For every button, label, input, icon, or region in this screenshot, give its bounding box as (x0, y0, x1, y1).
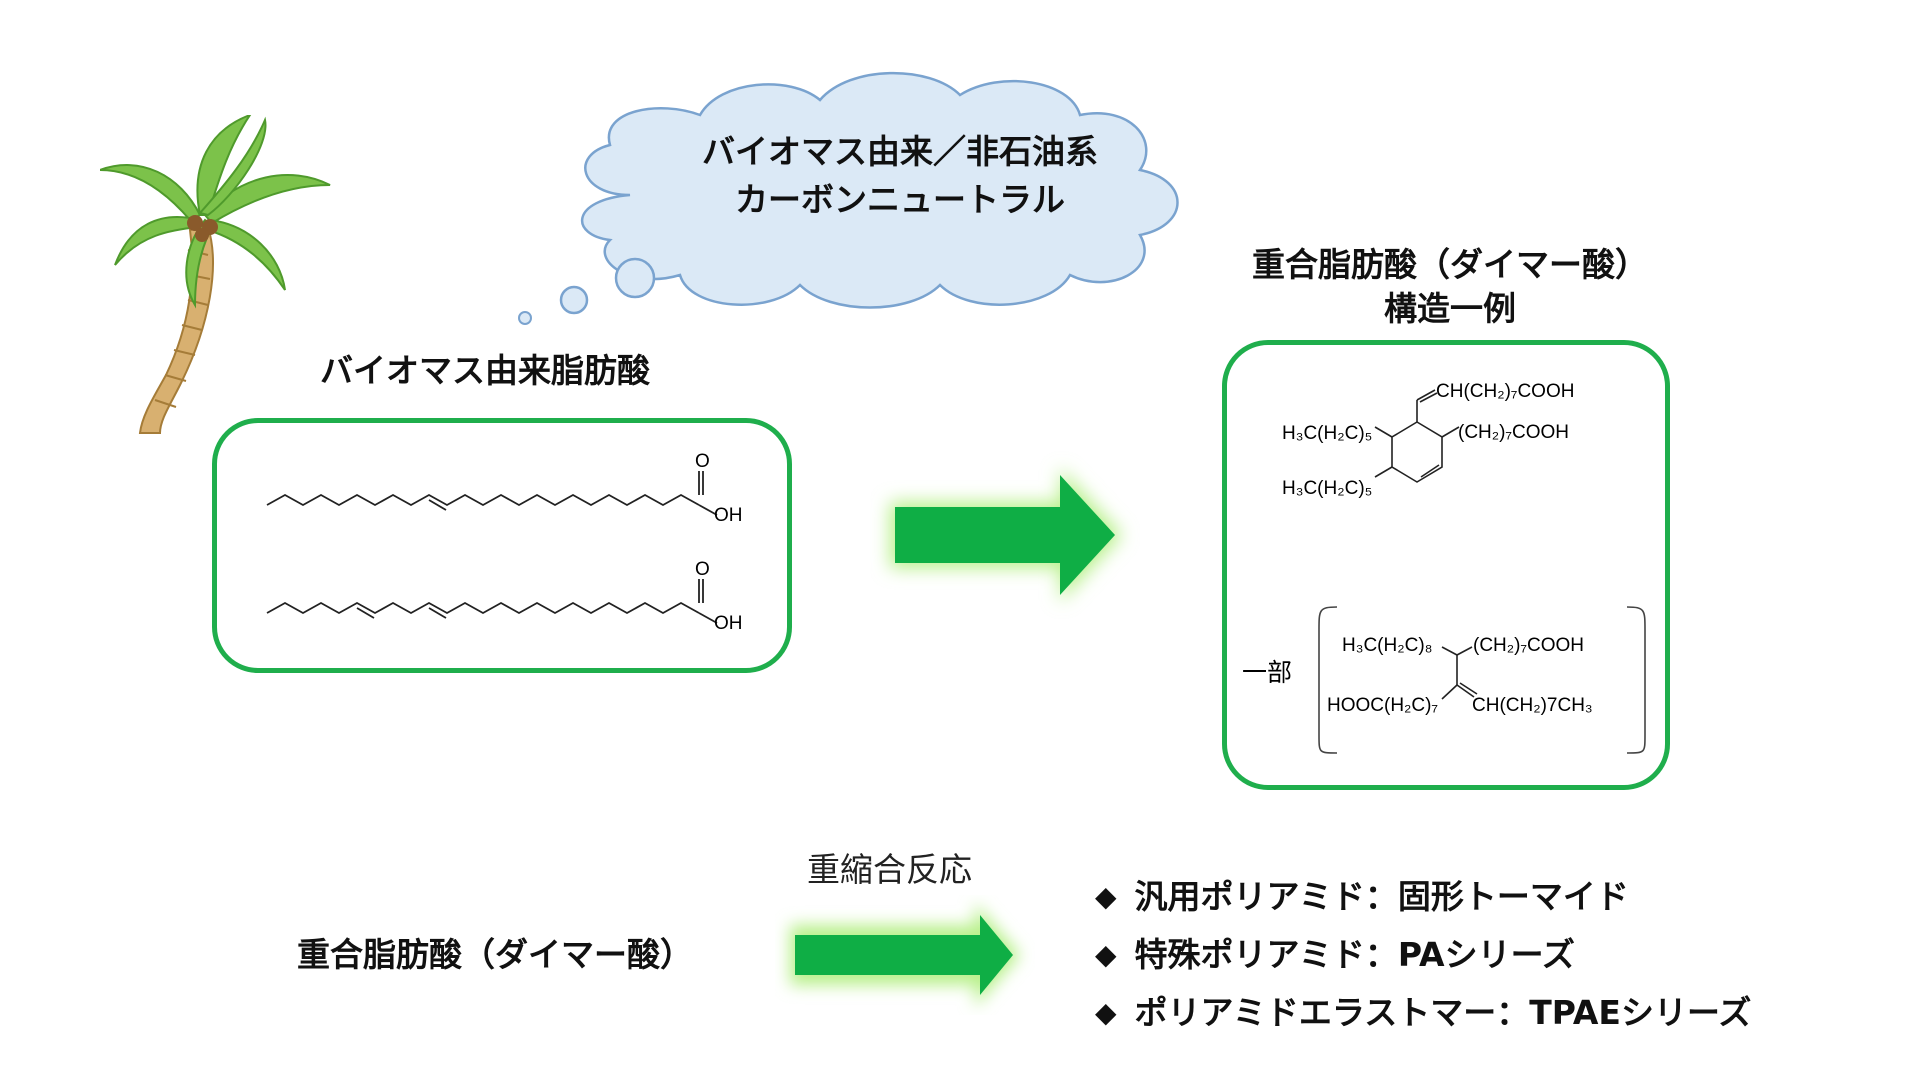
right-panel-title: 重合脂肪酸（ダイマー酸） (1252, 245, 1648, 284)
molecule-1-chain (266, 471, 718, 516)
fatty-acid-box: O OH O OH (212, 418, 792, 673)
dimer-acid-structures: CH(CH₂)₇COOH (CH₂)₇COOH H₃C(H₂C)₅ H₃C(H₂… (1242, 381, 1646, 754)
sub-right: (CH₂)₇COOH (1458, 422, 1569, 443)
product-list: ◆ 汎用ポリアミド：固形トーマイド ◆ 特殊ポリアミド：PAシリーズ ◆ ポリア… (1095, 868, 1751, 1042)
sub-left-2: H₃C(H₂C)₅ (1282, 478, 1372, 499)
linear-left-top: H₃C(H₂C)₈ (1342, 635, 1433, 656)
partial-label: 一部 (1242, 659, 1292, 687)
reactant-label: 重合脂肪酸（ダイマー酸） (297, 935, 693, 974)
cloud-line-2: カーボンニュートラル (735, 180, 1065, 219)
product-item-2: ◆ 特殊ポリアミド：PAシリーズ (1095, 926, 1751, 984)
right-panel-subtitle: 構造一例 (1384, 289, 1516, 328)
product-text-2: 特殊ポリアミド：PAシリーズ (1134, 935, 1575, 974)
molecule-1-o: O (695, 451, 710, 472)
molecule-2-chain (266, 579, 718, 624)
left-panel-title: バイオマス由来脂肪酸 (320, 351, 650, 390)
product-text-1: 汎用ポリアミド：固形トーマイド (1134, 877, 1629, 916)
right-arrow-icon (890, 468, 1122, 602)
product-item-3: ◆ ポリアミドエラストマー：TPAEシリーズ (1095, 984, 1751, 1042)
palm-tree-icon (100, 115, 331, 434)
linear-right-bottom: CH(CH₂)7CH₃ (1472, 695, 1593, 716)
dimer-acid-box: CH(CH₂)₇COOH (CH₂)₇COOH H₃C(H₂C)₅ H₃C(H₂… (1222, 340, 1670, 790)
molecule-2-o: O (695, 559, 710, 580)
sub-left-1: H₃C(H₂C)₅ (1282, 423, 1372, 444)
diamond-bullet-icon: ◆ (1095, 938, 1117, 971)
fatty-acid-structures: O OH O OH (266, 451, 743, 634)
linear-right-top: (CH₂)₇COOH (1473, 635, 1584, 656)
sub-top: CH(CH₂)₇COOH (1436, 381, 1574, 402)
diamond-bullet-icon: ◆ (1095, 996, 1117, 1029)
reaction-label: 重縮合反応 (807, 850, 972, 889)
molecule-1-oh: OH (714, 505, 743, 526)
right-arrow-icon (790, 903, 1020, 1007)
thought-cloud-icon (518, 71, 1179, 325)
product-text-3: ポリアミドエラストマー：TPAEシリーズ (1134, 993, 1752, 1032)
linear-left-bottom: HOOC(H₂C)₇ (1327, 695, 1438, 716)
product-item-1: ◆ 汎用ポリアミド：固形トーマイド (1095, 868, 1751, 926)
diamond-bullet-icon: ◆ (1095, 880, 1117, 913)
molecule-2-oh: OH (714, 613, 743, 634)
cloud-line-1: バイオマス由来／非石油系 (702, 132, 1098, 171)
